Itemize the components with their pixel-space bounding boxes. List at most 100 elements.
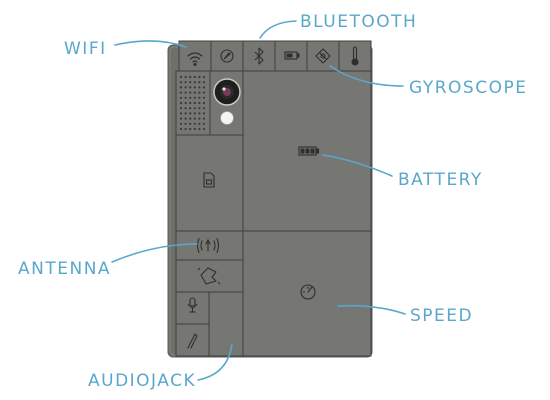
speed-pointer: [337, 304, 406, 315]
module-thermometer: [338, 40, 372, 72]
speaker-hole: [189, 107, 192, 110]
speaker-hole: [179, 96, 183, 99]
speaker-hole: [184, 101, 187, 105]
speaker-hole: [198, 122, 201, 125]
gyroscope-label: GYROSCOPE: [409, 78, 528, 98]
gyroscope-pointer: [329, 65, 404, 87]
module-sim: [175, 134, 244, 232]
antenna-pointer: [111, 243, 198, 263]
speaker-hole: [193, 112, 196, 115]
speaker-hole: [202, 107, 206, 110]
audiojack-label: AUDIOJACK: [88, 371, 197, 391]
top-module-row: [178, 40, 372, 72]
speaker-hole: [193, 101, 196, 105]
speaker-hole: [193, 96, 196, 99]
speaker-hole: [198, 117, 201, 120]
speaker-hole: [189, 101, 192, 105]
speaker-hole: [193, 127, 196, 131]
speaker-hole: [202, 127, 206, 131]
speaker-grille-icon: [179, 75, 206, 131]
speaker-hole: [189, 122, 192, 125]
speaker-hole: [184, 75, 187, 79]
speed-label: SPEED: [410, 306, 474, 326]
speaker-hole: [202, 91, 206, 94]
wifi-pointer: [114, 40, 187, 48]
antenna-icon: [196, 237, 220, 254]
speaker-hole: [198, 86, 201, 89]
speaker-hole: [202, 112, 206, 115]
speaker-hole: [202, 86, 206, 89]
speaker-hole: [202, 75, 206, 79]
speaker-hole: [202, 96, 206, 99]
speaker-hole: [189, 112, 192, 115]
speaker-hole: [193, 122, 196, 125]
speaker-hole: [189, 81, 192, 84]
speaker-hole: [179, 81, 183, 84]
microphone-icon: [187, 297, 198, 313]
bluetooth-icon: [254, 47, 264, 65]
speaker-hole: [179, 117, 183, 120]
speaker-hole: [193, 86, 196, 89]
speaker-hole: [189, 96, 192, 99]
audiojack-pointer: [197, 343, 233, 381]
speaker-hole: [198, 112, 201, 115]
speaker-hole: [179, 112, 183, 115]
compass-icon: [220, 49, 234, 63]
speaker-hole: [202, 117, 206, 120]
speaker-hole: [198, 127, 201, 131]
speaker-hole: [184, 122, 187, 125]
speaker-hole: [189, 117, 192, 120]
battery-label: BATTERY: [398, 170, 483, 190]
battery-large-icon: [298, 146, 320, 156]
speaker-hole: [179, 86, 183, 89]
speaker-hole: [184, 112, 187, 115]
bluetooth-label: BLUETOOTH: [300, 12, 418, 32]
right-column: [242, 70, 372, 357]
speaker-hole: [184, 117, 187, 120]
antenna-label: ANTENNA: [18, 259, 112, 279]
speaker-hole: [184, 86, 187, 89]
speaker-hole: [202, 101, 206, 105]
speaker-hole: [184, 81, 187, 84]
speedometer-icon: [300, 284, 316, 300]
speaker-hole: [198, 75, 201, 79]
gyroscope-icon: [315, 48, 331, 64]
camera-icon: [213, 78, 241, 106]
speaker-hole: [198, 107, 201, 110]
speaker-hole: [179, 122, 183, 125]
speaker-hole: [202, 81, 206, 84]
speaker-hole: [189, 91, 192, 94]
wifi-label: WIFI: [64, 39, 107, 59]
speaker-hole: [179, 127, 183, 131]
speaker-hole: [193, 81, 196, 84]
speaker-hole: [184, 91, 187, 94]
speaker-hole: [193, 91, 196, 94]
speaker-hole: [193, 75, 196, 79]
speaker-hole: [189, 86, 192, 89]
speaker-hole: [198, 81, 201, 84]
speaker-hole: [189, 127, 192, 131]
speaker-hole: [198, 101, 201, 105]
wifi-icon: [187, 52, 203, 66]
sim-card-icon: [203, 172, 215, 188]
vibration-icon: [197, 267, 221, 285]
speaker-hole: [184, 127, 187, 131]
bluetooth-pointer: [259, 20, 297, 39]
speaker-hole: [184, 107, 187, 110]
speaker-hole: [193, 107, 196, 110]
speaker-hole: [198, 91, 201, 94]
speaker-hole: [189, 75, 192, 79]
callout-lines: [111, 20, 406, 381]
audiojack-icon: [187, 333, 198, 349]
speaker-hole: [184, 96, 187, 99]
speaker-hole: [179, 75, 183, 79]
thermometer-icon: [351, 46, 359, 66]
module-bottom-filler: [208, 291, 244, 357]
speaker-hole: [179, 91, 183, 94]
speaker-hole: [179, 107, 183, 110]
battery-icon: [284, 51, 300, 60]
module-antenna: [175, 230, 244, 261]
speaker-hole: [193, 117, 196, 120]
module-vibration: [175, 259, 244, 293]
